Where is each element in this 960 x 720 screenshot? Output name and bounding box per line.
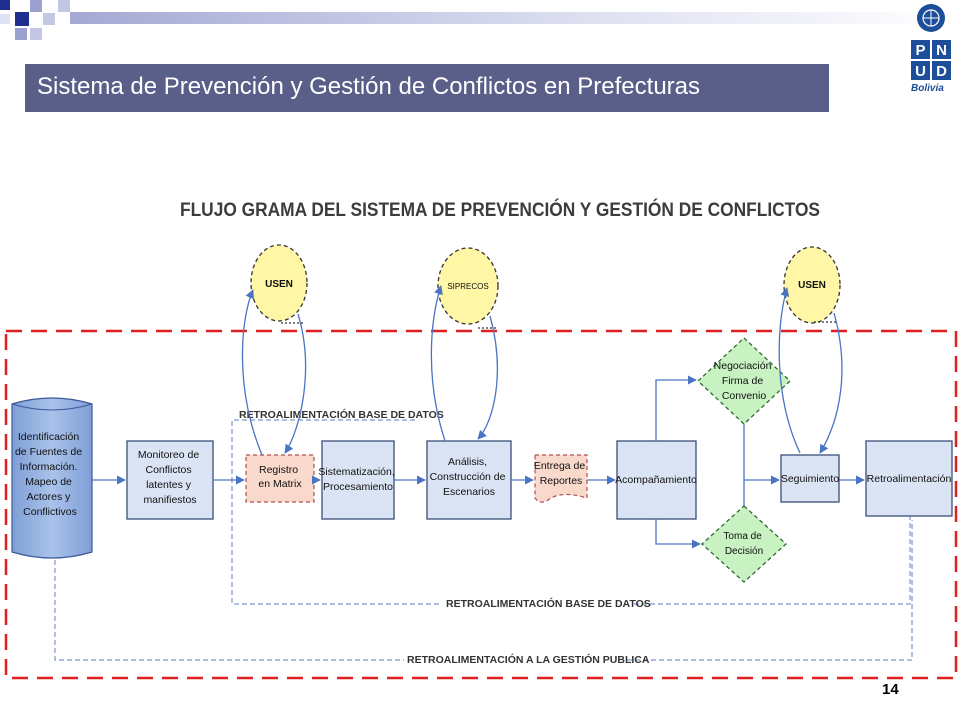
slide-title: Sistema de Prevención y Gestión de Confl… — [37, 73, 700, 100]
retroalimentacion-line-1: Retroalimentación — [867, 473, 952, 485]
node-monitoreo: Monitoreo de Conflictos latentes y manif… — [126, 440, 214, 520]
identificacion-line-2: de Fuentes de — [15, 446, 82, 458]
node-usen-1: USEN — [250, 244, 308, 322]
monitoreo-line-3: latentes y — [146, 479, 192, 491]
svg-text:Toma de Decisión: Toma de Decisión — [723, 531, 764, 557]
monitoreo-line-4: manifiestos — [143, 494, 196, 506]
svg-text:Acompañamiento: Acompañamiento — [615, 474, 697, 486]
corner-square-3 — [30, 0, 42, 12]
feedback-label-top: RETROALIMENTACIÓN BASE DE DATOS — [239, 408, 444, 421]
pnud-logo: P N U D — [911, 4, 951, 80]
negociacion-line-2: Firma de — [722, 375, 764, 387]
usen-2-label: USEN — [798, 280, 826, 291]
monitoreo-line-1: Monitoreo de — [138, 449, 199, 461]
entrega-line-2: Reportes — [540, 475, 583, 487]
toma-line-1: Toma de — [723, 531, 762, 542]
title-bar: Sistema de Prevención y Gestión de Confl… — [25, 64, 829, 112]
corner-square-1 — [0, 0, 10, 10]
diagram-title: FLUJO GRAMA DEL SISTEMA DE PREVENCIÓN Y … — [180, 199, 820, 221]
identificacion-line-5: Actores y — [27, 491, 72, 503]
analisis-line-3: Escenarios — [443, 486, 495, 498]
svg-text:Análisis, Construcción d: Análisis, Construcción de Escenarios — [430, 456, 509, 498]
dashed-frame — [4, 329, 958, 680]
registro-line-2: en Matrix — [258, 478, 302, 490]
node-identificacion: Identificación de Fuentes de Información… — [11, 397, 93, 559]
analisis-line-2: Construcción de — [430, 471, 506, 483]
ellipse-ticks — [281, 321, 836, 329]
node-sistematizacion: Sistematización, Procesamiento — [318, 440, 397, 520]
svg-text:Sistematización, Procesa: Sistematización, Procesamiento — [318, 466, 397, 493]
node-siprecos: SIPRECOS — [437, 247, 499, 325]
seguimiento-line-1: Seguimiento — [781, 473, 840, 485]
svg-text:Registro en Matrix: Registro en Matrix — [258, 464, 302, 490]
flowchart: FLUJO GRAMA DEL SISTEMA DE PREVENCIÓN Y … — [4, 199, 958, 680]
corner-square-7 — [15, 28, 27, 40]
entrega-line-1: Entrega de — [534, 460, 586, 472]
acompanamiento-line-1: Acompañamiento — [615, 474, 697, 486]
svg-text:Identificación de Fuente: Identificación de Fuentes de Información… — [15, 431, 85, 518]
identificacion-line-1: Identificación — [18, 431, 79, 443]
logo-country: Bolivia — [911, 83, 944, 94]
identificacion-line-6: Conflictivos — [23, 506, 77, 518]
un-emblem-icon — [917, 4, 945, 32]
node-seguimiento: Seguimiento — [780, 454, 840, 503]
identificacion-line-3: Información. — [20, 461, 78, 473]
gradient-bar — [70, 12, 950, 24]
registro-line-1: Registro — [259, 464, 298, 476]
svg-text:Seguimiento: Seguimiento — [781, 473, 840, 485]
logo-letter-p: P — [915, 42, 925, 59]
feedback-loop-top — [231, 419, 415, 478]
node-toma: Toma de Decisión — [701, 505, 787, 583]
svg-text:Monitoreo de Conflictos: Monitoreo de Conflictos latentes y manif… — [138, 449, 202, 506]
connectors — [92, 285, 865, 549]
negociacion-line-1: Negociación — [714, 360, 772, 372]
negociacion-line-3: Convenio — [722, 390, 767, 402]
logo-letter-u: U — [915, 63, 926, 80]
corner-square-5 — [58, 0, 70, 12]
svg-text:Retroalimentación: Retroalimentación — [867, 473, 952, 485]
node-retroalimentacion: Retroalimentación — [865, 440, 953, 517]
page-number: 14 — [882, 681, 899, 698]
svg-text:Negociación Firma de: Negociación Firma de Convenio — [714, 360, 775, 402]
node-registro: Registro en Matrix — [245, 454, 315, 503]
sistematizacion-line-1: Sistematización, — [318, 466, 394, 478]
logo-letter-d: D — [936, 63, 947, 80]
feedback-label-bottom-2: RETROALIMENTACIÓN A LA GESTIÓN PUBLICA — [407, 653, 650, 666]
usen-1-label: USEN — [265, 279, 293, 290]
node-acompanamiento: Acompañamiento — [615, 440, 697, 520]
logo-letter-n: N — [936, 42, 947, 59]
corner-square-8 — [0, 14, 10, 24]
corner-square-2 — [15, 12, 29, 26]
node-negociacion: Negociación Firma de Convenio — [697, 337, 791, 425]
analisis-line-1: Análisis, — [448, 456, 487, 468]
node-analisis: Análisis, Construcción de Escenarios — [426, 440, 512, 520]
node-entrega: Entrega de Reportes — [534, 454, 588, 503]
siprecos-label: SIPRECOS — [447, 282, 488, 291]
sistematizacion-line-2: Procesamiento — [323, 481, 393, 493]
monitoreo-line-2: Conflictos — [145, 464, 191, 476]
corner-square-4 — [43, 13, 55, 25]
node-usen-2: USEN — [783, 246, 841, 324]
svg-text:Entrega de Reportes: Entrega de Reportes — [534, 460, 588, 487]
identificacion-line-4: Mapeo de — [25, 476, 72, 488]
toma-line-2: Decisión — [725, 546, 763, 557]
feedback-label-bottom-1: RETROALIMENTACIÓN BASE DE DATOS — [446, 597, 651, 610]
corner-square-6 — [30, 28, 42, 40]
